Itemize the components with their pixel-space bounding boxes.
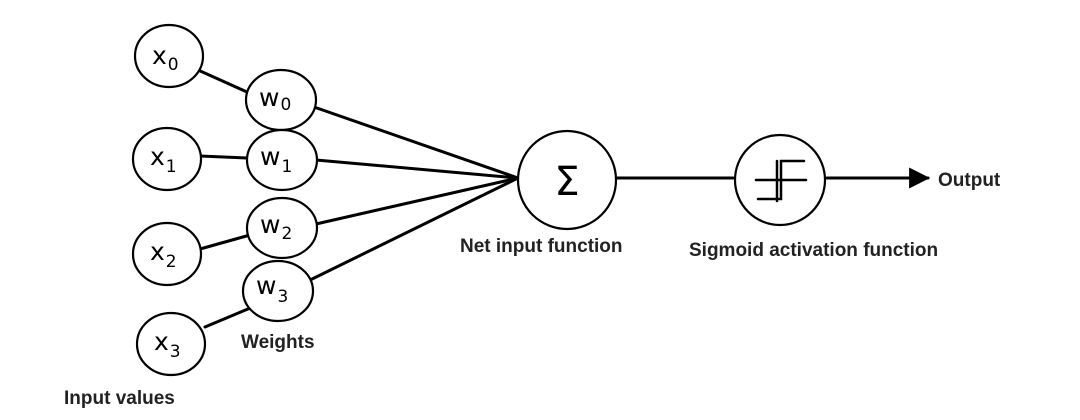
weight-node-w2: w2 [245,196,319,260]
edge-x0-w0 [196,68,249,94]
edge-w3-sum [304,176,520,284]
weight-subscript: 2 [281,224,292,244]
edge-w1-sum [314,158,520,180]
svg-text:x3: x3 [154,327,181,362]
svg-text:w3: w3 [256,271,288,307]
weight-symbol: w [259,83,279,112]
edge-x3-w3 [203,304,257,329]
step-function-icon [754,159,808,203]
svg-text:x1: x1 [150,142,177,177]
net-input-function-label: Net input function [460,236,623,257]
sigma-icon: Σ [554,159,579,205]
edge-x2-w2 [198,233,252,251]
svg-text:w0: w0 [259,83,291,115]
sum-node: Σ [516,129,618,231]
input-symbol: x [150,142,165,171]
input-node-x0: x0 [133,23,205,89]
weights-label: Weights [241,332,315,353]
weight-symbol: w [260,142,280,171]
input-symbol: x [150,237,165,266]
edge-w2-sum [314,176,520,226]
edge-x1-w1 [198,154,249,160]
weight-node-w1: w1 [245,128,319,192]
input-node-x3: x3 [135,311,207,377]
svg-text:x2: x2 [150,237,177,272]
sigmoid-activation-label: Sigmoid activation function [689,240,938,261]
input-node-x1: x1 [131,126,203,192]
weight-symbol: w [256,271,276,300]
weight-subscript: 0 [280,95,291,115]
input-symbol: x [154,327,169,356]
weight-symbol: w [260,210,280,239]
svg-text:x0: x0 [152,41,179,75]
weight-node-w3: w3 [241,259,315,323]
input-values-label: Input values [64,388,175,409]
weight-node-w0: w0 [244,68,318,132]
activation-node [733,133,827,227]
input-subscript: 2 [166,252,177,272]
output-label: Output [938,170,1001,191]
svg-text:w2: w2 [260,210,292,244]
edge-w0-sum [312,105,520,180]
svg-text:w1: w1 [260,142,292,177]
input-subscript: 0 [168,55,179,75]
input-node-x2: x2 [131,221,203,287]
input-subscript: 3 [170,342,181,362]
input-symbol: x [152,41,167,70]
input-subscript: 1 [166,157,177,177]
weight-subscript: 1 [281,157,292,177]
weight-subscript: 3 [277,287,288,307]
